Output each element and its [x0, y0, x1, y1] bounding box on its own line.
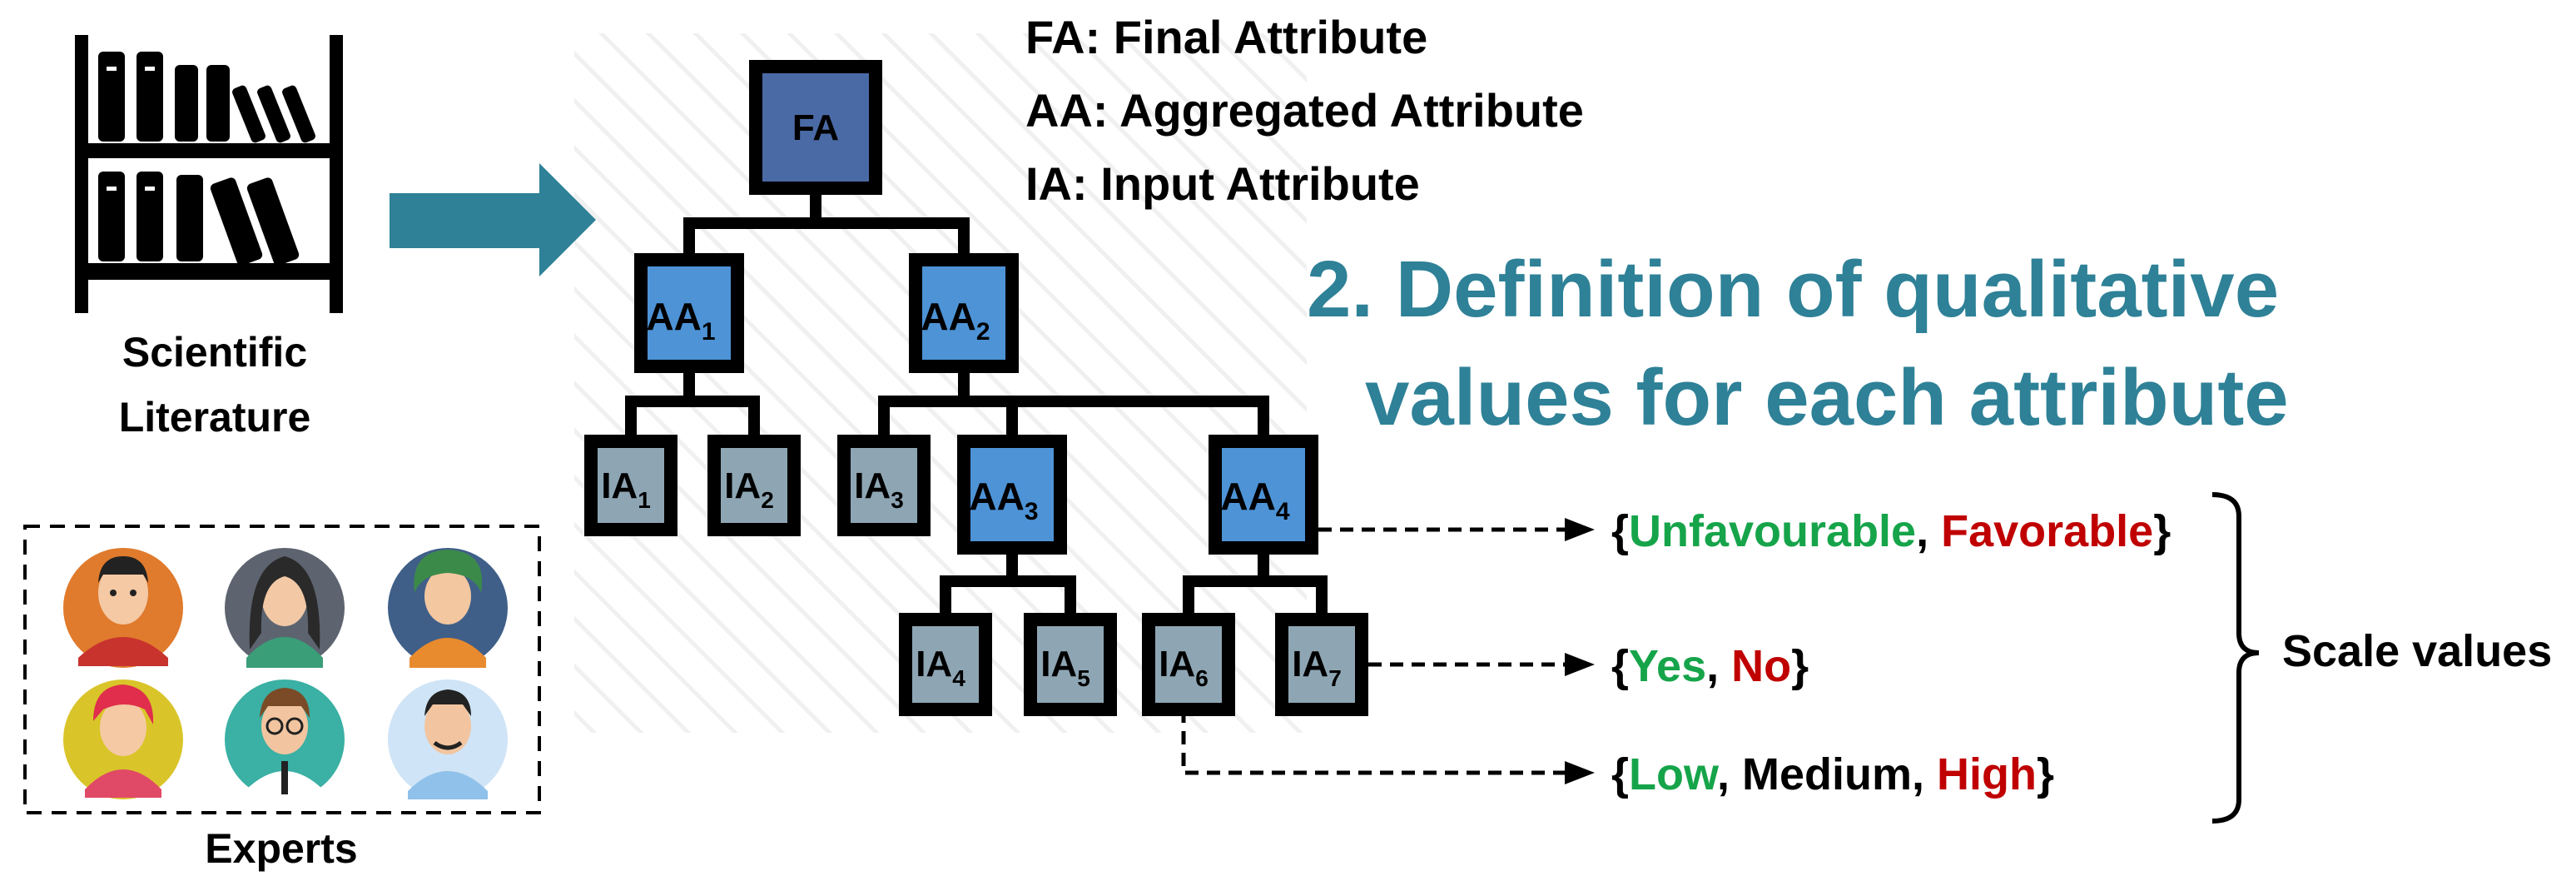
svg-text:AA4: AA4 [1220, 475, 1289, 525]
experts-box [23, 525, 541, 814]
scale-set-row3: {Low, Medium, High} [1611, 749, 2054, 799]
node-label: FA [792, 107, 839, 148]
expert-avatar-icon [388, 679, 508, 799]
svg-text:IA4: IA4 [916, 644, 965, 691]
expert-avatar-icon [225, 548, 345, 668]
scale-value-favorable: Favorable [1941, 506, 2153, 556]
svg-text:IA6: IA6 [1159, 644, 1209, 691]
arrowhead-icon [1565, 518, 1595, 784]
svg-text:AA1: AA1 [646, 295, 715, 346]
literature-label-line1: Scientific [122, 329, 307, 376]
tree-node-ia3: IA3 [837, 435, 931, 536]
svg-text:IA3: IA3 [854, 465, 904, 513]
node-subscript: 5 [1077, 665, 1090, 691]
node-label: AA [969, 475, 1024, 518]
scale-value-no: No [1731, 641, 1791, 691]
scale-value-medium: Medium [1742, 749, 1912, 799]
node-label: IA [1040, 644, 1077, 684]
flow-arrow-icon [390, 163, 596, 276]
node-subscript: 3 [1025, 498, 1039, 525]
node-label: AA [646, 295, 701, 338]
svg-text:AA3: AA3 [969, 475, 1038, 525]
scale-set-row1: {Unfavourable, Favorable} [1611, 506, 2171, 556]
scale-set-row2: {Yes, No} [1611, 641, 1809, 691]
tree-node-aa1: AA1 [634, 253, 744, 373]
svg-text:IA7: IA7 [1292, 644, 1342, 691]
svg-text:IA2: IA2 [724, 465, 774, 513]
scale-values-label: Scale values [2282, 626, 2552, 676]
tree-node-ia5: IA5 [1024, 613, 1117, 716]
curly-brace-icon [2211, 492, 2260, 824]
tree-node-aa2: AA2 [909, 253, 1019, 373]
section-title-line2: values for each attribute [1365, 353, 2289, 442]
expert-avatar-icon [225, 679, 345, 799]
node-label: IA [916, 644, 952, 684]
node-label: IA [1292, 644, 1328, 684]
node-label: IA [601, 465, 638, 506]
section-title-line1: 2. Definition of qualitative [1307, 245, 2279, 334]
node-subscript: 2 [761, 487, 774, 513]
expert-avatar-icon [63, 548, 183, 668]
legend-fa: FA: Final Attribute [1025, 11, 1427, 63]
scale-value-yes: Yes [1629, 641, 1706, 691]
experts-label: Experts [205, 825, 357, 872]
node-subscript: 3 [891, 487, 904, 513]
legend-ia: IA: Input Attribute [1025, 157, 1420, 210]
node-subscript: 2 [976, 318, 990, 346]
node-subscript: 1 [702, 318, 716, 346]
legend-aa: AA: Aggregated Attribute [1025, 84, 1584, 137]
tree-node-aa4: AA4 [1209, 435, 1318, 555]
tree-node-ia1: IA1 [584, 435, 678, 536]
tree-node-ia7: IA7 [1275, 613, 1368, 716]
scale-value-high: High [1937, 749, 2037, 799]
node-label: IA [854, 465, 891, 506]
node-label: AA [1220, 475, 1275, 518]
node-label: IA [724, 465, 761, 506]
node-subscript: 4 [952, 665, 965, 691]
tree-node-ia6: IA6 [1142, 613, 1235, 716]
node-subscript: 1 [638, 487, 651, 513]
expert-avatar-icon [63, 679, 183, 799]
svg-text:IA1: IA1 [601, 465, 651, 513]
svg-text:AA2: AA2 [921, 295, 990, 346]
scale-value-low: Low [1629, 749, 1720, 799]
tree-node-aa3: AA3 [957, 435, 1067, 555]
bookshelf-icon [75, 35, 343, 313]
tree-node-ia4: IA4 [899, 613, 992, 716]
tree-node-ia2: IA2 [707, 435, 801, 536]
node-subscript: 7 [1328, 665, 1342, 691]
node-subscript: 4 [1276, 498, 1290, 525]
tree-node-fa: FA [749, 60, 882, 195]
node-subscript: 6 [1195, 665, 1209, 691]
node-label: IA [1159, 644, 1195, 684]
svg-text:IA5: IA5 [1040, 644, 1090, 691]
expert-avatar-icon [388, 548, 508, 668]
scale-value-unfavourable: Unfavourable [1629, 506, 1916, 556]
literature-label-line2: Literature [119, 394, 311, 440]
dashed-connectors [1181, 527, 1565, 775]
node-label: AA [921, 295, 975, 338]
